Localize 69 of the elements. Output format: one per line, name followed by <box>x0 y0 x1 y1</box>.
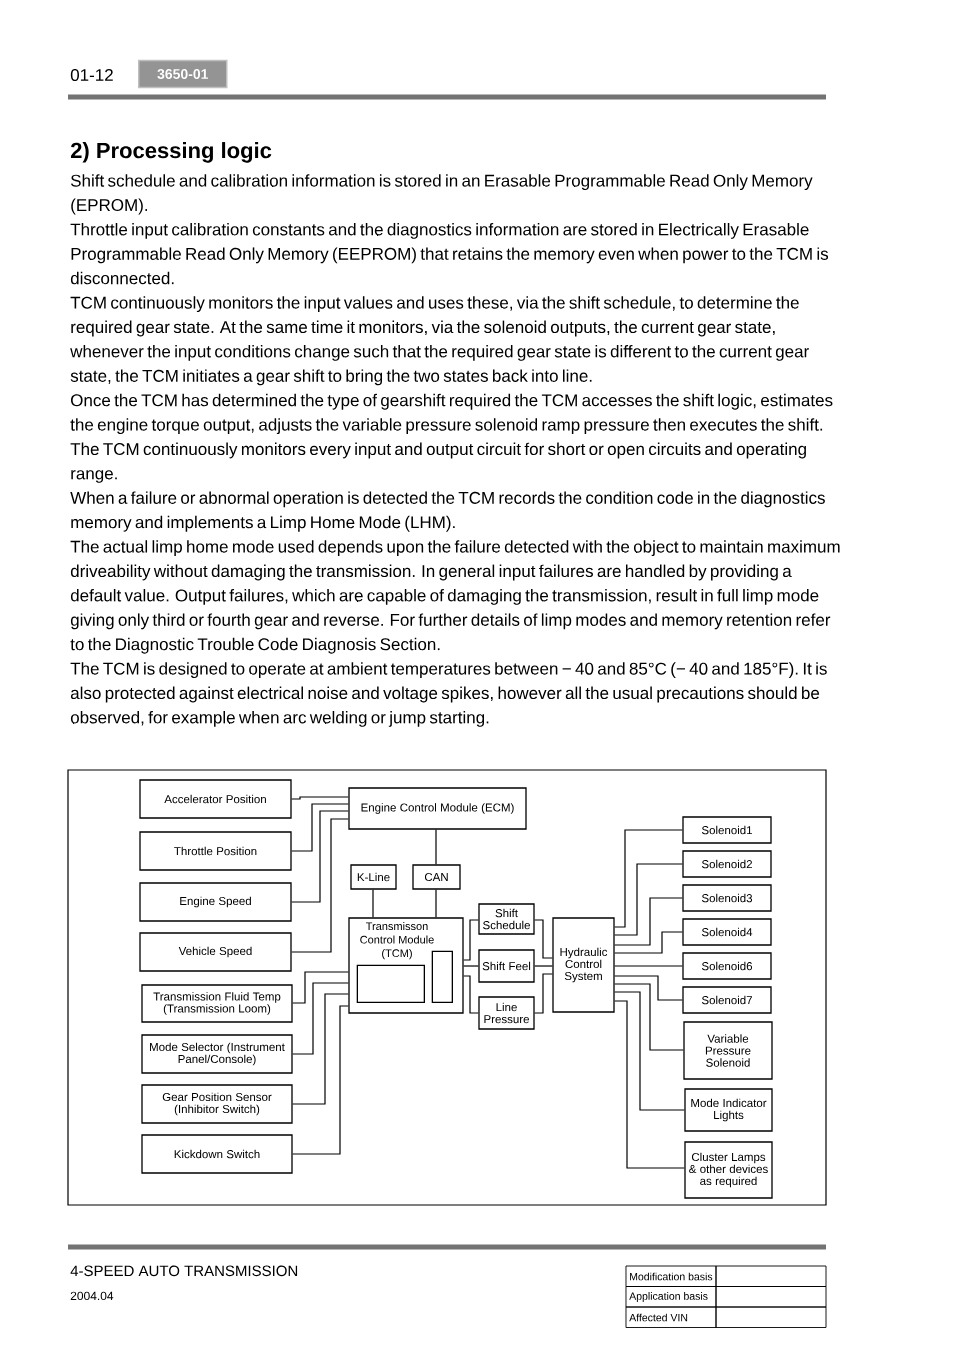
paragraph: When a failure or abnormal operation is detected the TCM records the condition code in the diagnostics memory and implements a Limp Home Mode (LHM). <box>70 491 825 532</box>
inner-box <box>431 950 453 1003</box>
function-box: Line Pressure <box>478 996 535 1030</box>
paragraph: Once the TCM has determined the type of gearshift required the TCM accesses the shift logic, estimates the engine torque output, adjusts the variable pressure solenoid ramp pressure then executes the shift. <box>70 393 833 435</box>
footer-title: 4-SPEED AUTO TRANSMISSION <box>70 1265 298 1277</box>
module-box: Transmisson Control Module (TCM) <box>348 917 464 1014</box>
paragraph: TCM continuously monitors the input values and uses these, via the shift schedule, to determine the required gear state. At the same time it monitors, via the solenoid outputs, the current gear state, whenever the input conditions change such that the required gear state is different to the current gear state, the TCM initiates a gear shift to bring the two states back into line. <box>70 296 809 386</box>
connector <box>534 965 553 967</box>
output-box: Solenoid7 <box>682 986 772 1014</box>
page-number: 01-12 <box>70 69 113 82</box>
output-box: Cluster Lamps & other devices as required <box>684 1141 773 1199</box>
connector <box>614 975 683 1001</box>
paragraph: The actual limp home mode used depends upon the failure detected with the object to maintain maximum driveability without damaging the transmission. In general input failures are handled by providing a default value. Output failures, which are capable of damaging the transmission, result in full limp mode giving only third or fourth gear and reverse. For further details of limp modes and memory retention refer to the Diagnostic Trouble Code Diagnosis Section. <box>70 540 840 654</box>
connector <box>291 803 349 852</box>
sensor-box: Accelerator Position <box>139 779 292 819</box>
paragraph: Throttle input calibration constants and the diagnostics information are stored in Electrically Erasable Programmable Read Only Memory (EEPROM) that retains the memory even when power to the TCM is disconnected. <box>70 223 829 285</box>
connector <box>614 931 683 954</box>
sensor-box: Gear Position Sensor (Inhibitor Switch) <box>141 1084 293 1124</box>
output-box: Solenoid4 <box>682 918 772 946</box>
connector <box>292 982 349 1055</box>
connector <box>614 1000 685 1169</box>
sensor-box: Throttle Position <box>139 831 292 871</box>
output-box: Variable Pressure Solenoid <box>683 1021 773 1080</box>
sensor-box: Kickdown Switch <box>141 1134 293 1174</box>
output-box: Solenoid2 <box>682 850 772 878</box>
connector <box>614 829 683 928</box>
system-box: Hydraulic Control System <box>552 917 615 1013</box>
connector <box>292 1005 349 1155</box>
connector <box>435 889 437 918</box>
table-cell: Modification basis <box>625 1265 717 1287</box>
connector <box>291 818 349 953</box>
connector <box>614 897 683 946</box>
section-title: 2) Processing logic <box>70 142 272 163</box>
sensor-box: Mode Selector (Instrument Panel/Console) <box>141 1034 293 1074</box>
output-box: Mode Indicator Lights <box>684 1088 773 1132</box>
connector <box>614 991 685 1111</box>
connector <box>614 965 683 967</box>
connector <box>292 971 349 1004</box>
connector <box>291 810 349 903</box>
connector <box>372 889 374 918</box>
paragraph: Shift schedule and calibration information is stored in an Erasable Programmable Read Only Memory (EPROM). <box>70 174 813 215</box>
connector <box>463 975 479 1014</box>
function-box: Shift Schedule <box>478 903 535 935</box>
paragraph: The TCM continuously monitors every input and output circuit for short or open circuits and operating range. <box>70 442 806 483</box>
connector <box>463 919 479 961</box>
bus-box: K-Line <box>350 864 397 890</box>
output-box: Solenoid1 <box>682 816 772 844</box>
output-box: Solenoid3 <box>682 884 772 912</box>
output-box: Solenoid6 <box>682 952 772 980</box>
table-cell: Affected VIN <box>625 1306 717 1328</box>
bus-box: CAN <box>412 864 461 890</box>
inner-box <box>356 964 425 1003</box>
table-cell: Application basis <box>625 1286 717 1308</box>
sensor-box: Transmission Fluid Temp (Transmission Loom) <box>141 984 293 1023</box>
sensor-box: Vehicle Speed <box>139 932 292 972</box>
module-box: Engine Control Module (ECM) <box>348 787 527 830</box>
connector <box>534 919 553 959</box>
connector <box>614 863 683 936</box>
connector <box>291 796 349 800</box>
connector <box>292 993 349 1105</box>
connector <box>463 965 479 967</box>
function-box: Shift Feel <box>478 949 535 983</box>
connector <box>614 983 684 1051</box>
connector <box>534 973 553 1014</box>
connector <box>435 829 437 865</box>
sensor-box: Engine Speed <box>139 882 292 922</box>
footer-date: 2004.04 <box>70 1291 114 1301</box>
paragraph: The TCM is designed to operate at ambient temperatures between − 40 and 85°C (− 40 and 185°F). It is also protected against electrical noise and voltage spikes, however all the usual precautions should be observed, for example when arc welding or jump starting. <box>70 662 827 727</box>
section-badge: 3650-01 <box>138 59 228 89</box>
